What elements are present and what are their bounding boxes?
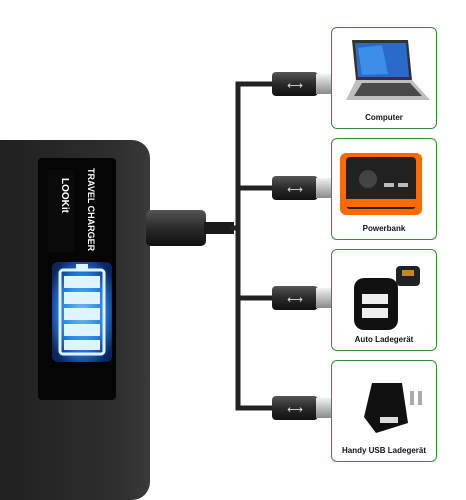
battery-indicator (52, 262, 112, 362)
powerbank-icon (340, 153, 422, 215)
device-panel-car-charger: Auto Ladegerät (331, 249, 437, 351)
cable-tree (229, 81, 278, 411)
device-label: Auto Ladegerät (354, 335, 414, 344)
svg-text:⟷: ⟷ (287, 293, 303, 306)
device-panel-computer: Computer (331, 27, 437, 129)
brand-name: LOOKit (59, 178, 70, 213)
wall-charger-icon (364, 383, 422, 433)
device-panel-wall-charger: Handy USB Ladegerät (331, 360, 437, 462)
device-panel-powerbank: Powerbank (331, 138, 437, 240)
svg-text:⟷: ⟷ (287, 183, 303, 196)
device-label: Computer (365, 113, 403, 122)
laptop-icon (346, 40, 430, 100)
svg-text:⟷: ⟷ (287, 79, 303, 92)
charger-tagline: TRAVEL CHARGER (86, 168, 96, 252)
device-label: Handy USB Ladegerät (341, 446, 427, 455)
brand-logo: LOOKit (52, 178, 70, 238)
main-usb-plug (146, 210, 234, 246)
charger-body (0, 140, 150, 500)
device-label: Powerbank (362, 224, 406, 233)
svg-text:⟷: ⟷ (287, 403, 303, 416)
car-charger-icon (354, 266, 420, 330)
